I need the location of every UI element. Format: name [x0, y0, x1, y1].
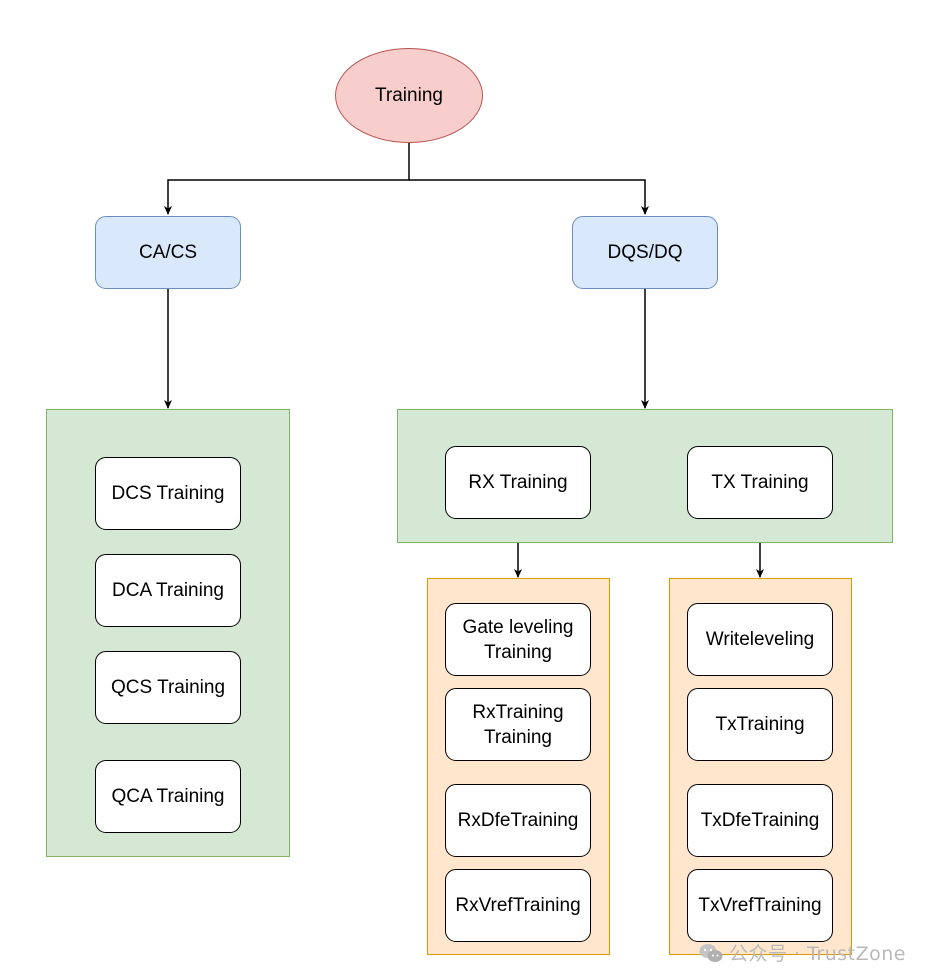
rx-item-rxdfe: RxDfeTraining [445, 784, 591, 857]
rx-training-label: RX Training [468, 472, 568, 493]
tx-item-txdfe: TxDfeTraining [687, 784, 833, 857]
wechat-icon [699, 943, 723, 962]
branch-node-dqs-dq: DQS/DQ [572, 216, 718, 289]
tx-item-label: Writeleveling [705, 629, 815, 650]
rx-item-label: RxDfeTraining [457, 810, 579, 831]
edge-root-split [164, 143, 410, 215]
ca-cs-item-label: DCS Training [111, 483, 225, 504]
tx-item-label: TxTraining [715, 714, 805, 735]
root-label: Training [375, 85, 443, 106]
tx-item-txvref: TxVrefTraining [687, 869, 833, 942]
tx-item-label: TxVrefTraining [698, 895, 822, 916]
tx-item-writeleveling: Writeleveling [687, 603, 833, 676]
ca-cs-item-label: DCA Training [112, 580, 224, 601]
root-node-training: Training [335, 48, 483, 143]
edge-root-dqs [409, 179, 649, 215]
rx-item-rxvref: RxVrefTraining [445, 869, 591, 942]
watermark: 公众号 · TrustZone [699, 939, 906, 966]
branch-label-ca-cs: CA/CS [138, 242, 198, 263]
branch-node-ca-cs: CA/CS [95, 216, 241, 289]
ca-cs-item-qca-training: QCA Training [95, 760, 241, 833]
rx-item-label: RxTraining Training [472, 701, 564, 748]
rx-item-label: Gate leveling Training [462, 616, 574, 663]
tx-item-txtraining: TxTraining [687, 688, 833, 761]
ca-cs-item-label: QCA Training [111, 786, 225, 807]
rx-training-node: RX Training [445, 446, 591, 519]
tx-training-label: TX Training [711, 472, 809, 493]
branch-label-dqs-dq: DQS/DQ [607, 242, 683, 263]
rx-item-rxtraining: RxTraining Training [445, 688, 591, 761]
ca-cs-item-dca-training: DCA Training [95, 554, 241, 627]
tx-training-node: TX Training [687, 446, 833, 519]
watermark-text: 公众号 · TrustZone [728, 943, 906, 965]
rx-item-gate-leveling: Gate leveling Training [445, 603, 591, 676]
tx-item-label: TxDfeTraining [700, 810, 820, 831]
ca-cs-item-qcs-training: QCS Training [95, 651, 241, 724]
ca-cs-item-label: QCS Training [110, 677, 226, 698]
rx-item-label: RxVrefTraining [455, 895, 581, 916]
ca-cs-item-dcs-training: DCS Training [95, 457, 241, 530]
